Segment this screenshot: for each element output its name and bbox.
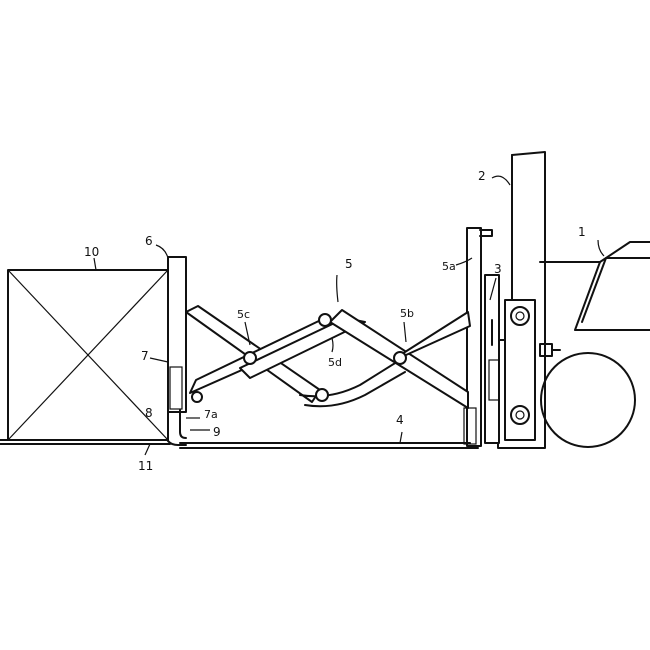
pivot-pins <box>191 313 407 403</box>
base-rail <box>179 442 479 449</box>
label-1: 1 <box>578 225 586 239</box>
arm-5d <box>239 317 406 408</box>
label-5: 5 <box>345 257 353 271</box>
vehicle-body <box>539 241 650 357</box>
label-11: 11 <box>138 459 153 473</box>
label-5b: 5b <box>400 307 414 320</box>
fork <box>0 439 171 445</box>
label-4: 4 <box>396 413 404 427</box>
label-6: 6 <box>145 234 153 248</box>
label-8: 8 <box>145 406 153 420</box>
label-9: 9 <box>213 425 221 439</box>
leader-lines <box>93 175 605 456</box>
label-10: 10 <box>84 245 99 259</box>
front-plate <box>167 256 187 413</box>
label-5d: 5d <box>328 356 342 369</box>
post-5a <box>463 227 493 447</box>
load-box <box>7 269 169 441</box>
carriage <box>484 274 500 444</box>
label-7: 7 <box>141 349 149 363</box>
cylinder-7 <box>164 409 200 446</box>
vehicle-wheel <box>540 352 636 448</box>
label-5a: 5a <box>442 260 456 273</box>
label-7a: 7a <box>204 408 218 421</box>
label-2: 2 <box>478 169 486 183</box>
label-3: 3 <box>494 262 502 276</box>
label-5c: 5c <box>237 308 250 321</box>
mast <box>497 151 546 449</box>
